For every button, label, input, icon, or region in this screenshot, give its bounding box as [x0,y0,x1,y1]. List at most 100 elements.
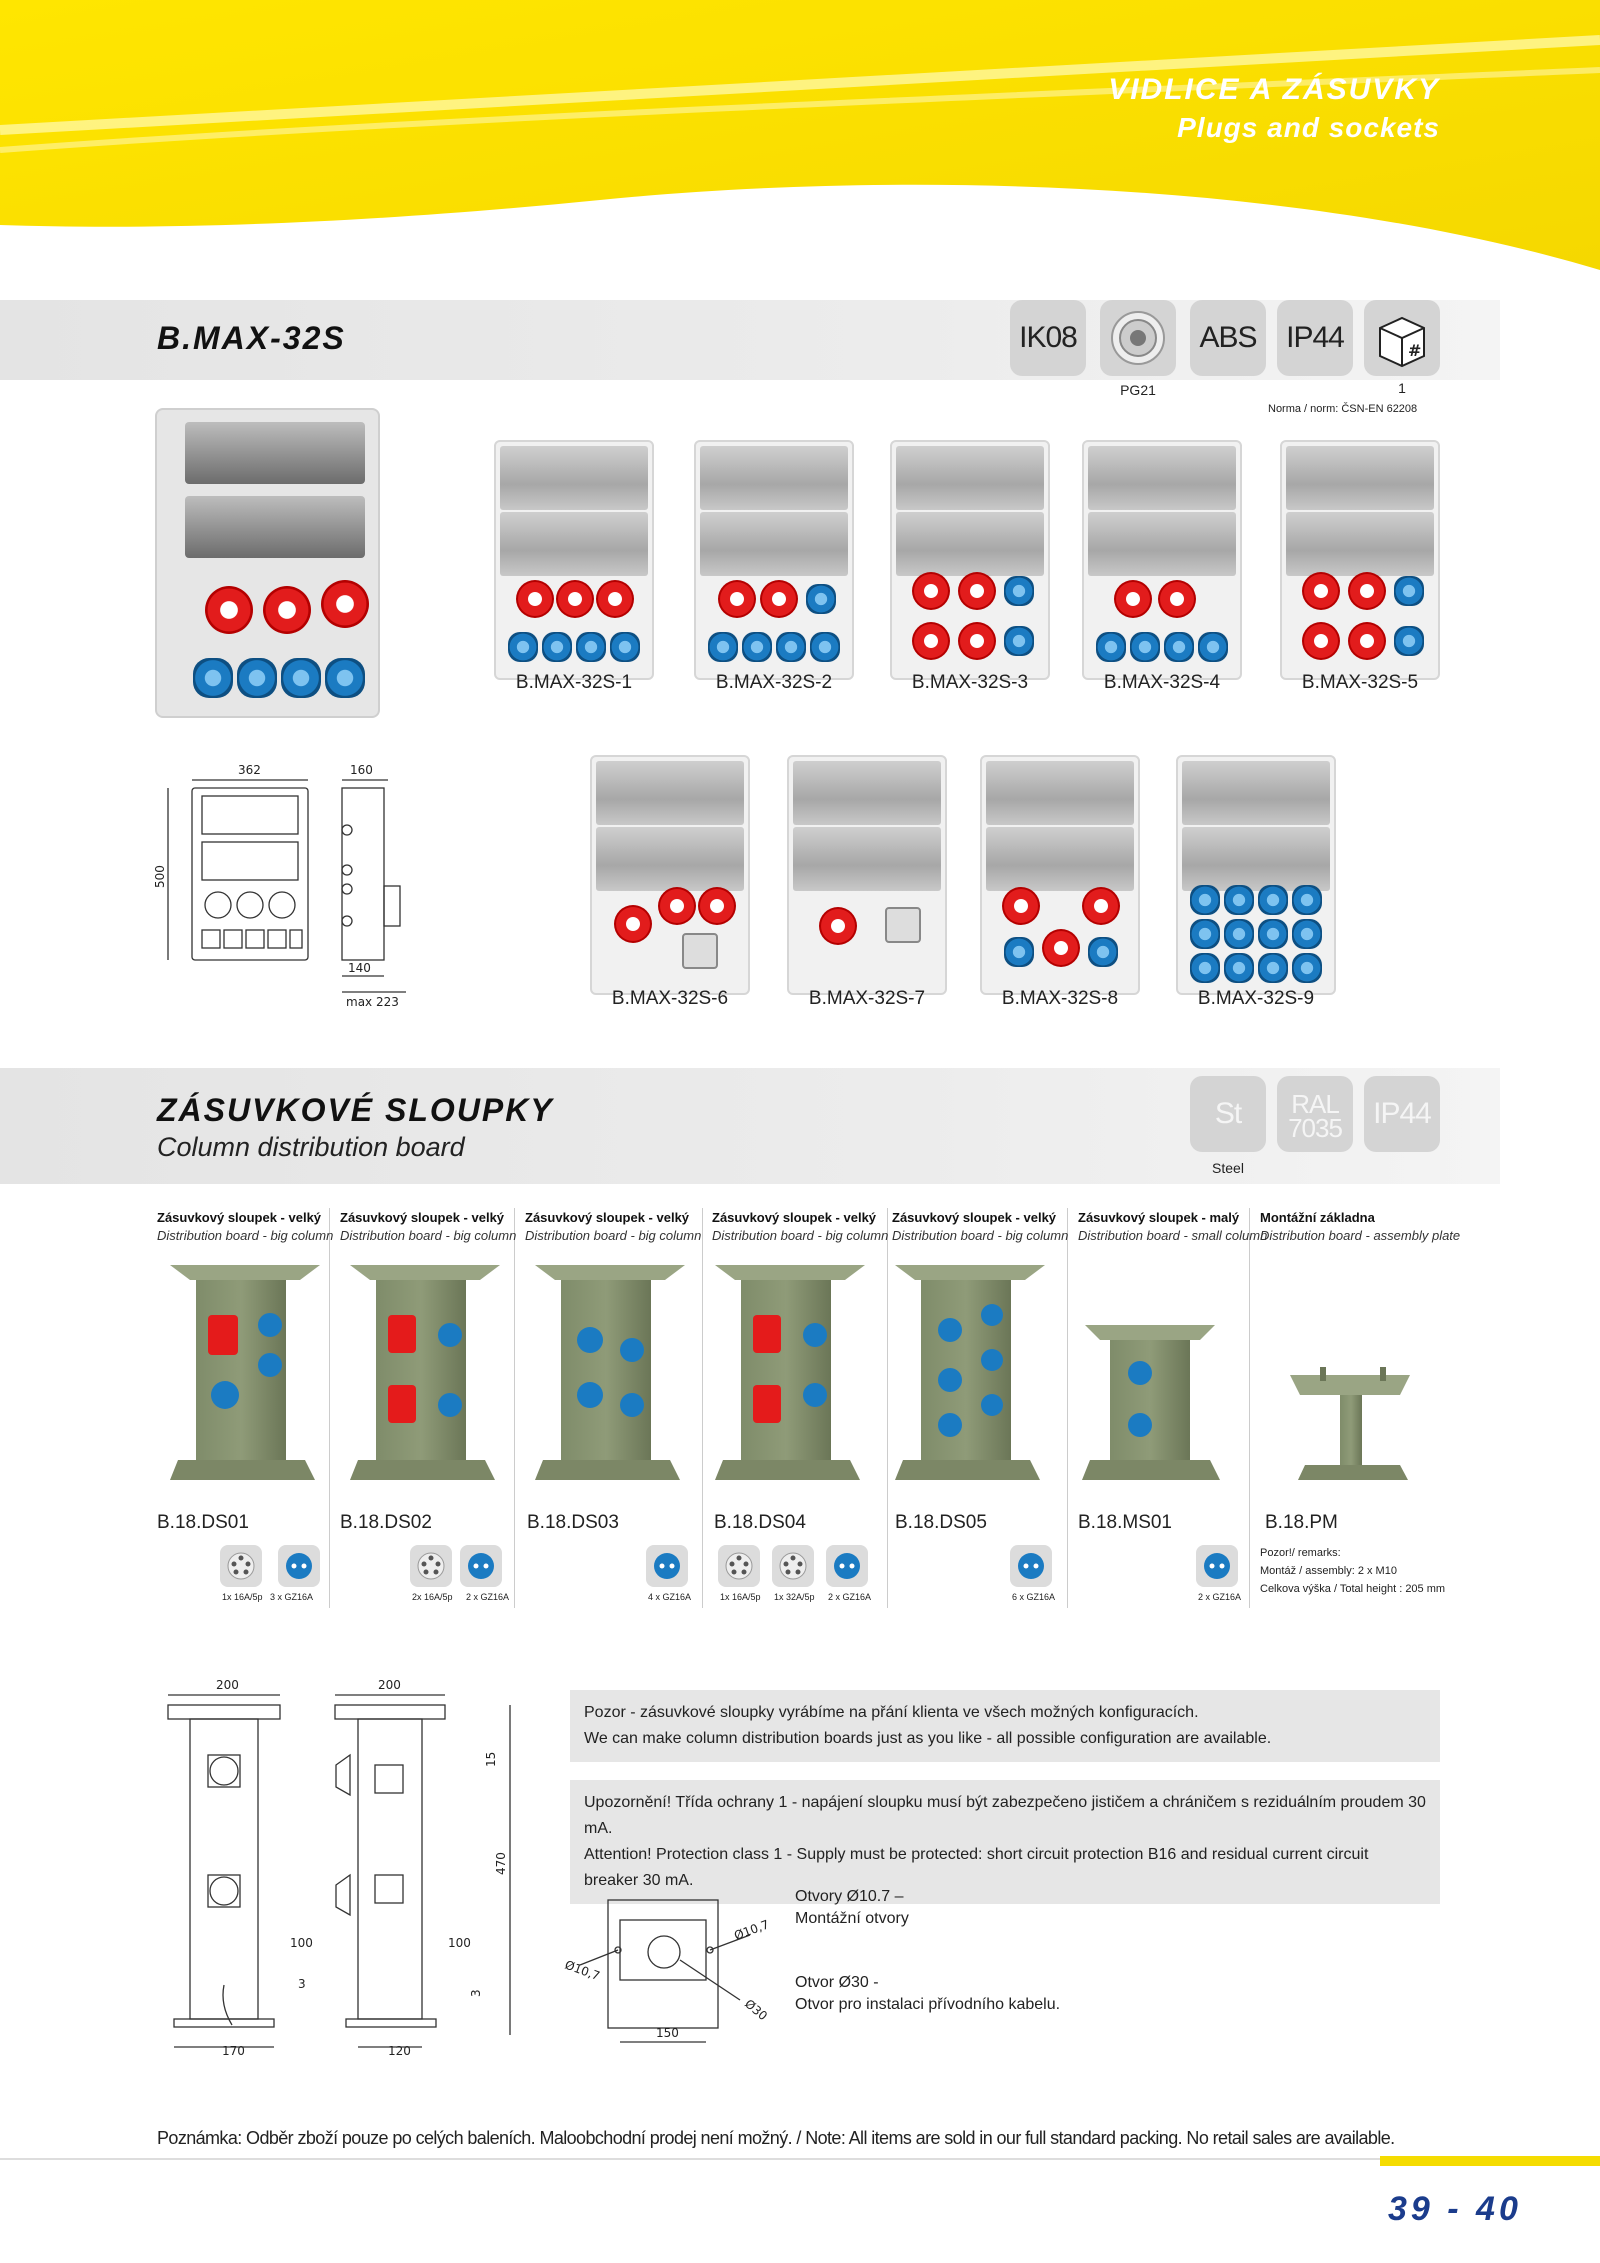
col3-sub: Distribution board - big column [525,1228,702,1243]
variant-label-2: B.MAX-32S-2 [715,672,833,693]
variant-box-5 [1280,440,1440,680]
code-ds02: B.18.DS02 [340,1512,432,1533]
badge-steel: St [1190,1076,1266,1152]
variant-label-7: B.MAX-32S-7 [808,988,926,1009]
cap-ds05: 6 x GZ16A [1012,1592,1056,1602]
holes-note-2: Otvor Ø30 - Otvor pro instalaci přívodní… [795,1972,1060,2016]
holes-1-l1: Otvory Ø10.7 – [795,1888,904,1905]
dim-200b: 200 [378,1678,401,1692]
pm-remark-3: Celkova výška / Total height : 205 mm [1260,1583,1446,1595]
note-protection-class: Upozornění! Třída ochrany 1 - napájení s… [570,1780,1440,1904]
col2-head: Zásuvkový sloupek - velký [340,1210,505,1225]
pm-remark-1: Pozor!/ remarks: [1260,1547,1341,1559]
pillar-photos [170,1265,1410,1480]
code-ds03: B.18.DS03 [527,1512,619,1533]
page-number: 39 - 40 [1388,2190,1522,2228]
dim-500: 500 [153,865,167,888]
variant-box-2 [694,440,854,680]
badge-ip44-steel: IP44 [1364,1076,1440,1152]
header-subtitle: Plugs and sockets [1177,112,1440,143]
pillar-ds05 [895,1265,1045,1480]
norm-label: Norma / norm: ČSN-EN 62208 [1268,403,1418,415]
cap-ds01-a: 1x 16A/5p [222,1592,263,1602]
socket-gz-icon [1010,1545,1052,1587]
socket-5p-icon [772,1545,814,1587]
footer-note: Poznámka: Odběr zboží pouze po celých ba… [157,2128,1395,2148]
header-title: VIDLICE A ZÁSUVKY [1108,73,1440,106]
socket-gz-icon [460,1545,502,1587]
variant-box-1 [494,440,654,680]
holes-2-l2: Otvor pro instalaci přívodního kabelu. [795,1996,1061,2013]
variant-label-1: B.MAX-32S-1 [515,672,633,693]
col5-sub: Distribution board - big column [892,1228,1069,1243]
badge-abs: ABS [1190,300,1266,376]
col6-sub: Distribution board - small column [1078,1228,1268,1243]
product-photo-bmax32s [155,408,380,718]
note-custom-config: Pozor - zásuvkové sloupky vyrábíme na př… [570,1690,1440,1762]
badge-steel-note: Steel [1212,1160,1244,1176]
variant-label-4: B.MAX-32S-4 [1103,672,1221,693]
plate-hole-drawing: Ø10,7 Ø10,7 Ø30 150 [563,1899,771,2043]
cap-ds04-a: 1x 16A/5p [720,1592,761,1602]
dim-150: 150 [656,2026,679,2040]
cap-ds02-b: 2 x GZ16A [466,1592,510,1602]
dim-120: 120 [388,2044,411,2058]
col7-sub: Distribution board - assembly plate [1260,1228,1461,1243]
cap-ds04-c: 2 x GZ16A [828,1592,872,1602]
socket-gz-icon [646,1545,688,1587]
footer-yellow-bar [1380,2156,1600,2166]
variant-box-8 [980,755,1140,995]
holes-1-l2: Montážní otvory [795,1910,909,1927]
cap-ds03: 4 x GZ16A [648,1592,692,1602]
svg-text:#: # [1408,341,1421,360]
section2-title: ZÁSUVKOVÉ SLOUPKY [157,1092,554,1128]
col2-sub: Distribution board - big column [340,1228,517,1243]
note1-l1: Pozor - zásuvkové sloupky vyrábíme na př… [584,1704,1199,1721]
section1-title: B.MAX-32S [157,320,346,356]
code-ds04: B.18.DS04 [714,1512,806,1533]
cable-gland-icon [1100,300,1176,376]
note2-l1: Upozornění! Třída ochrany 1 - napájení s… [584,1794,1426,1837]
socket-gz-icon [826,1545,868,1587]
pm-remark-2: Montáž / assembly: 2 x M10 [1260,1565,1397,1577]
header-banner [0,0,1600,270]
socket-5p-icon [410,1545,452,1587]
col7-head: Montážní základna [1260,1210,1375,1225]
bmax-dimension-drawing: 362 160 500 140 max 223 [153,763,406,1008]
socket-gz-icon [1196,1545,1238,1587]
variant-box-6 [590,755,750,995]
note1-l2: We can make column distribution boards j… [584,1730,1272,1747]
variant-box-4 [1082,440,1242,680]
dim-100a: 100 [290,1936,313,1950]
cap-ds04-b: 1x 32A/5p [774,1592,815,1602]
dim-3a: 3 [298,1977,306,1991]
variant-box-3 [890,440,1050,680]
note2-l2: Attention! Protection class 1 - Supply m… [584,1846,1369,1889]
badge-ral: RAL 7035 [1277,1076,1353,1152]
package-icon: # [1364,300,1440,376]
socket-5p-icon [718,1545,760,1587]
variant-label-6: B.MAX-32S-6 [611,988,729,1009]
code-ms01: B.18.MS01 [1078,1512,1172,1533]
dim-hole-a: Ø10,7 [563,1958,602,1984]
dim-223: max 223 [346,995,399,1008]
columns-grid [157,1208,1447,1608]
dim-170: 170 [222,2044,245,2058]
dim-15: 15 [484,1752,498,1767]
col6-head: Zásuvkový sloupek - malý [1078,1210,1240,1225]
cap-ds01-b: 3 x GZ16A [270,1592,314,1602]
variant-label-8: B.MAX-32S-8 [1001,988,1119,1009]
code-pm: B.18.PM [1265,1512,1338,1533]
dim-hole-c: Ø30 [742,1997,770,2024]
pillar-ms01 [1082,1325,1220,1480]
dim-hole-b: Ø10,7 [732,1917,771,1943]
column-dimension-drawing: 200 200 15 470 100 100 3 3 170 120 [167,1678,511,2058]
badge-ip44: IP44 [1277,300,1353,376]
variant-label-3: B.MAX-32S-3 [911,672,1029,693]
dim-3b: 3 [469,1989,483,1997]
pm-remarks: Pozor!/ remarks: Montáž / assembly: 2 x … [1260,1544,1445,1598]
variant-box-9 [1176,755,1336,995]
holes-2-l1: Otvor Ø30 - [795,1974,879,1991]
col1-head: Zásuvkový sloupek - velký [157,1210,322,1225]
dim-160: 160 [350,763,373,777]
